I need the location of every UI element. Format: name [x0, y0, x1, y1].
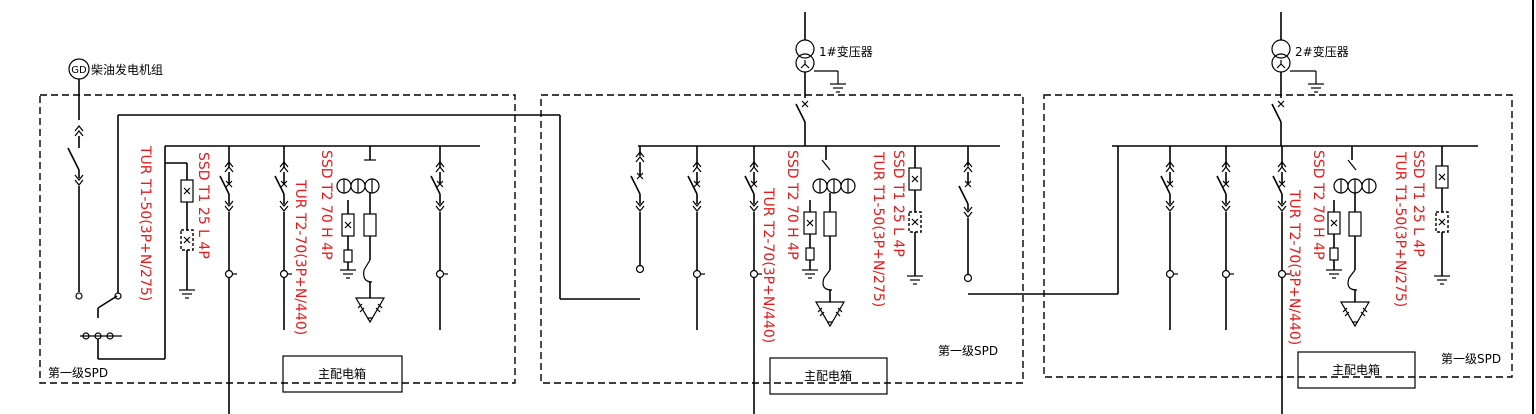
- p3-ssd-t1-label: SSD T1 25 L 4P: [1410, 150, 1426, 257]
- p2-ssd-t2-label: SSD T2 70 H 4P: [784, 150, 800, 260]
- transformer-2-label: 2#变压器: [1295, 44, 1349, 59]
- transformer-1-label: 1#变压器: [819, 44, 873, 59]
- panel-3-frame: [1043, 94, 1513, 378]
- p1-spd-label: 第一级SPD: [48, 366, 108, 380]
- transformer-1-icon: [795, 39, 815, 59]
- panel-1-frame: [39, 94, 516, 384]
- generator-label: 柴油发电机组: [91, 62, 163, 77]
- p2-ssd-t1-label: SSD T1 25 L 4P: [890, 150, 906, 257]
- p2-tur-t1-label: TUR T1-50(3P+N/275): [870, 151, 886, 307]
- panel-2-frame: [540, 94, 1024, 384]
- p1-tur-t2-label: TUR T2-70(3P+N/440): [292, 179, 308, 335]
- p1-tur-t1-label: TUR T1-50(3P+N/275): [137, 145, 153, 301]
- p2-main-box-label: 主配电箱: [804, 368, 852, 383]
- p3-tur-t2-label: TUR T2-70(3P+N/440): [1286, 189, 1302, 345]
- p3-spd-label: 第一级SPD: [1441, 352, 1501, 366]
- p3-main-box-label: 主配电箱: [1332, 362, 1380, 377]
- p2-spd-label: 第一级SPD: [938, 344, 998, 358]
- p3-main-box: [1297, 351, 1416, 389]
- transformer-2-icon: [1271, 39, 1291, 59]
- p3-tur-t1-label: TUR T1-50(3P+N/275): [1392, 151, 1408, 307]
- p1-ssd-t2-label: SSD T2 70 H 4P: [318, 150, 334, 260]
- generator-symbol: GD: [71, 65, 87, 76]
- p1-main-box-label: 主配电箱: [318, 366, 366, 381]
- p1-main-box: [282, 355, 403, 393]
- p2-main-box: [769, 357, 888, 395]
- p2-tur-t2-label: TUR T2-70(3P+N/440): [760, 187, 776, 343]
- p1-ssd-t1-label: SSD T1 25 L 4P: [195, 152, 211, 259]
- p3-ssd-t2-label: SSD T2 70 H 4P: [1310, 150, 1326, 260]
